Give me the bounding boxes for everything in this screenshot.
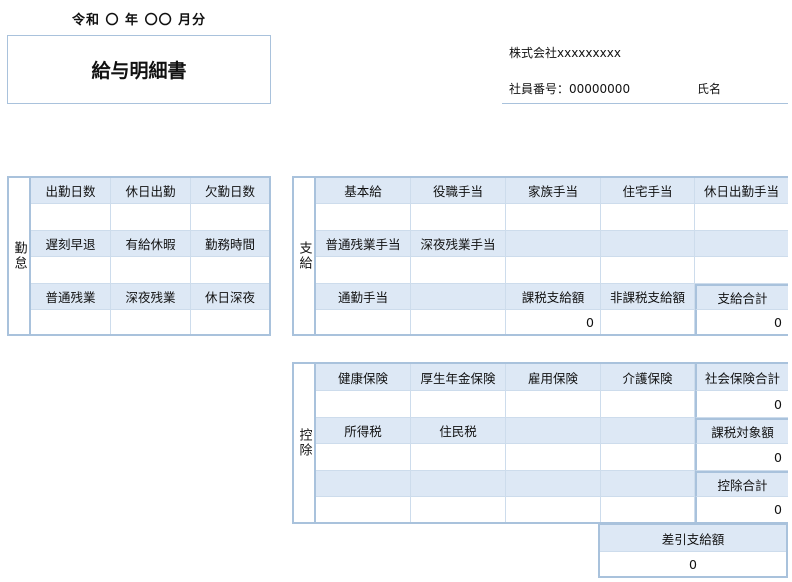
employee-number: 社員番号：00000000 bbox=[509, 82, 631, 96]
net-pay-box: 差引支給額 0 bbox=[598, 523, 788, 578]
payment-header-cell bbox=[601, 231, 695, 257]
payment-value-cell: 0 bbox=[506, 310, 601, 334]
payment-value-cell bbox=[601, 257, 695, 284]
attendance-header-cell: 遅刻早退 bbox=[31, 231, 111, 257]
payment-header-cell: 非課税支給額 bbox=[601, 284, 695, 310]
company-name: 株式会社xxxxxxxxx bbox=[509, 46, 621, 60]
payment-value-cell: 0 bbox=[695, 310, 788, 334]
payment-value-cell bbox=[506, 257, 601, 284]
payment-value-cell bbox=[411, 310, 506, 334]
attendance-header-cell: 出勤日数 bbox=[31, 178, 111, 204]
deduction-header-cell bbox=[506, 418, 601, 444]
attendance-header-cell: 欠勤日数 bbox=[191, 178, 269, 204]
attendance-value-cell bbox=[31, 257, 111, 284]
deduction-value-cell bbox=[316, 391, 411, 418]
payment-value-cell bbox=[601, 310, 695, 334]
deduction-value-cell bbox=[601, 497, 695, 522]
deduction-value-cell bbox=[316, 444, 411, 471]
deduction-value-cell bbox=[506, 497, 601, 522]
attendance-value-cell bbox=[111, 310, 191, 334]
payment-header-cell: 休日出勤手当 bbox=[695, 178, 788, 204]
payment-header-cell: 役職手当 bbox=[411, 178, 506, 204]
deduction-value-cell bbox=[411, 497, 506, 522]
deduction-value-cell bbox=[411, 391, 506, 418]
payment-header-cell: 支給合計 bbox=[695, 284, 788, 310]
payment-header-cell: 家族手当 bbox=[506, 178, 601, 204]
attendance-header-cell: 休日深夜 bbox=[191, 284, 269, 310]
attendance-header-cell: 深夜残業 bbox=[111, 284, 191, 310]
attendance-header-cell: 休日出勤 bbox=[111, 178, 191, 204]
deduction-value-cell bbox=[601, 391, 695, 418]
deduction-header-cell bbox=[411, 471, 506, 497]
attendance-value-cell bbox=[191, 310, 269, 334]
attendance-header-cell: 勤務時間 bbox=[191, 231, 269, 257]
period-label: 令和 〇 年 〇〇 月分 bbox=[72, 13, 207, 28]
payment-header-cell: 課税支給額 bbox=[506, 284, 601, 310]
payment-header-cell: 普通残業手当 bbox=[316, 231, 411, 257]
attendance-header-cell: 普通残業 bbox=[31, 284, 111, 310]
attendance-value-cell bbox=[31, 204, 111, 231]
payment-header-cell bbox=[411, 284, 506, 310]
deduction-header-cell: 健康保険 bbox=[316, 364, 411, 391]
payment-value-cell bbox=[316, 204, 411, 231]
payment-value-cell bbox=[506, 204, 601, 231]
attendance-value-cell bbox=[191, 204, 269, 231]
deduction-header-cell: 厚生年金保険 bbox=[411, 364, 506, 391]
deduction-header-cell bbox=[506, 471, 601, 497]
deduction-header-cell: 介護保険 bbox=[601, 364, 695, 391]
deduction-value-cell: 0 bbox=[695, 497, 788, 522]
deduction-value-cell bbox=[411, 444, 506, 471]
deduction-value-cell bbox=[601, 444, 695, 471]
payment-header-cell bbox=[506, 231, 601, 257]
deduction-value-cell bbox=[506, 391, 601, 418]
attendance-value-cell bbox=[111, 257, 191, 284]
header-underline bbox=[502, 103, 788, 104]
deduction-value-cell: 0 bbox=[695, 391, 788, 418]
payment-value-cell bbox=[316, 310, 411, 334]
payment-header-cell: 基本給 bbox=[316, 178, 411, 204]
deduction-header-cell: 所得税 bbox=[316, 418, 411, 444]
payment-header-cell: 通勤手当 bbox=[316, 284, 411, 310]
payment-value-cell bbox=[695, 257, 788, 284]
deduction-header-cell: 雇用保険 bbox=[506, 364, 601, 391]
attendance-grid: 出勤日数休日出勤欠勤日数遅刻早退有給休暇勤務時間普通残業深夜残業休日深夜 bbox=[31, 178, 269, 334]
attendance-value-cell bbox=[31, 310, 111, 334]
deduction-header-cell bbox=[601, 471, 695, 497]
payment-section-label: 支給 bbox=[294, 178, 316, 334]
attendance-value-cell bbox=[111, 204, 191, 231]
net-pay-value: 0 bbox=[689, 556, 697, 572]
net-pay-label: 差引支給額 bbox=[600, 525, 786, 552]
deduction-header-cell bbox=[601, 418, 695, 444]
attendance-section-label: 勤怠 bbox=[9, 178, 31, 334]
employee-name-label: 氏名 bbox=[697, 82, 722, 96]
deduction-section-label: 控除 bbox=[294, 364, 316, 522]
payment-value-cell bbox=[695, 204, 788, 231]
deduction-header-cell: 課税対象額 bbox=[695, 418, 788, 444]
payment-value-cell bbox=[316, 257, 411, 284]
attendance-section: 勤怠 出勤日数休日出勤欠勤日数遅刻早退有給休暇勤務時間普通残業深夜残業休日深夜 bbox=[7, 176, 271, 336]
deduction-value-cell bbox=[506, 444, 601, 471]
deduction-header-cell: 住民税 bbox=[411, 418, 506, 444]
payment-header-cell: 住宅手当 bbox=[601, 178, 695, 204]
payment-value-cell bbox=[411, 257, 506, 284]
payment-section: 支給 基本給役職手当家族手当住宅手当休日出勤手当普通残業手当深夜残業手当通勤手当… bbox=[292, 176, 788, 336]
deduction-value-cell: 0 bbox=[695, 444, 788, 471]
deduction-header-cell: 控除合計 bbox=[695, 471, 788, 497]
attendance-value-cell bbox=[191, 257, 269, 284]
payment-grid: 基本給役職手当家族手当住宅手当休日出勤手当普通残業手当深夜残業手当通勤手当 課税支… bbox=[316, 178, 788, 334]
deduction-value-cell bbox=[316, 497, 411, 522]
deduction-header-cell: 社会保険合計 bbox=[695, 364, 788, 391]
document-title: 給与明細書 bbox=[7, 35, 271, 104]
payment-header-cell bbox=[695, 231, 788, 257]
payment-header-cell: 深夜残業手当 bbox=[411, 231, 506, 257]
payment-value-cell bbox=[601, 204, 695, 231]
payment-value-cell bbox=[411, 204, 506, 231]
attendance-header-cell: 有給休暇 bbox=[111, 231, 191, 257]
deduction-header-cell bbox=[316, 471, 411, 497]
